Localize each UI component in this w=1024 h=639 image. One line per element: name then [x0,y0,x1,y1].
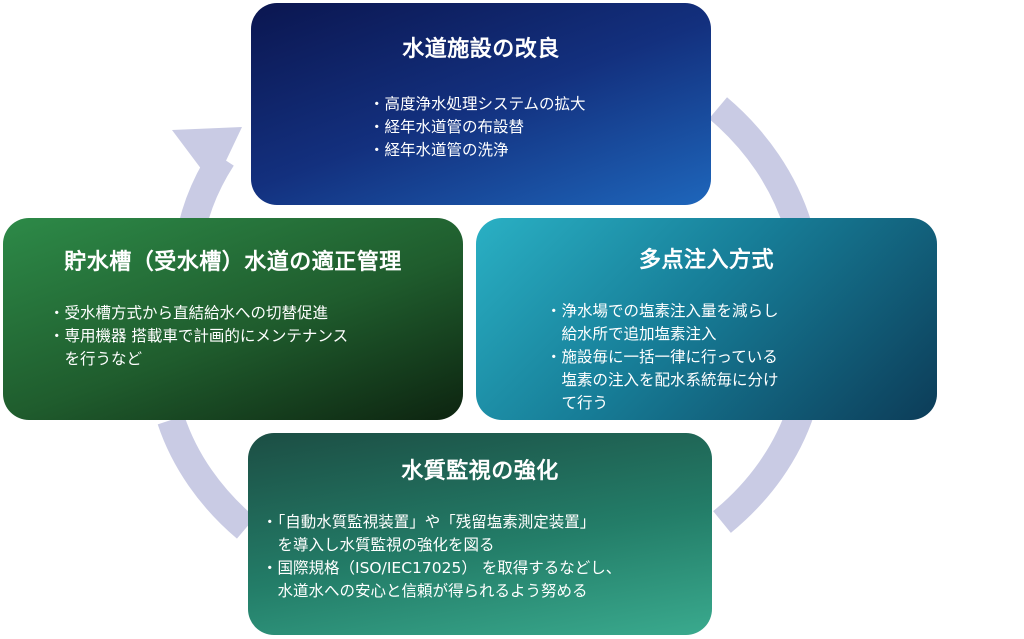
cycle-ring-lower-left [157,415,256,539]
bullet-line: 給水所で追加塩素注入 [546,325,717,343]
bullet-list: ・浄水場での塩素注入量を減らし 給水所で追加塩素注入・施設毎に一括一律に行ってい… [546,300,937,415]
bullet-item: ・国際規格（ISO/IEC17025） を取得するなどし、 水道水への安心と信頼… [262,557,712,603]
cycle-ring-lower-right [712,405,815,533]
box-water-quality-monitoring: 水質監視の強化 ・「自動水質監視装置」や「残留塩素測定装置」 を導入し水質監視の… [248,433,712,635]
bullet-list: ・受水槽方式から直結給水への切替促進・専用機器 搭載車で計画的にメンテナンス を… [49,302,463,371]
box-title: 多点注入方式 [638,248,774,273]
bullet-line: ・施設毎に一括一律に行っている [546,348,778,366]
box-title: 貯水槽（受水槽）水道の適正管理 [64,250,402,275]
bullet-line: を導入し水質監視の強化を図る [262,536,495,554]
bullet-line: ・専用機器 搭載車で計画的にメンテナンス [49,327,349,345]
bullet-line: ・高度浄水処理システムの拡大 [369,95,586,113]
bullet-list: ・高度浄水処理システムの拡大・経年水道管の布設替・経年水道管の洗浄 [369,93,711,162]
bullet-line: ・受水槽方式から直結給水への切替促進 [49,304,329,322]
box-title: 水道施設の改良 [402,37,560,62]
bullet-line: ・経年水道管の洗浄 [369,141,509,159]
bullet-item: ・経年水道管の布設替 [369,116,711,139]
bullet-item: ・施設毎に一括一律に行っている 塩素の注入を配水系統毎に分け て行う [546,346,937,415]
bullet-item: ・受水槽方式から直結給水への切替促進 [49,302,463,325]
box-storage-tank-management: 貯水槽（受水槽）水道の適正管理 ・受水槽方式から直結給水への切替促進・専用機器 … [3,218,463,420]
bullet-line: ・浄水場での塩素注入量を減らし [546,302,779,320]
bullet-line: 塩素の注入を配水系統毎に分け [546,371,779,389]
bullet-list: ・「自動水質監視装置」や「残留塩素測定装置」 を導入し水質監視の強化を図る・国際… [262,511,712,603]
bullet-item: ・浄水場での塩素注入量を減らし 給水所で追加塩素注入 [546,300,937,346]
bullet-line: ・経年水道管の布設替 [369,118,525,136]
bullet-line: ・「自動水質監視装置」や「残留塩素測定装置」 [262,513,596,531]
cycle-ring-upper-right [708,97,812,231]
box-title: 水質監視の強化 [401,459,559,484]
bullet-line: を行うなど [49,350,143,368]
bullet-item: ・経年水道管の洗浄 [369,139,711,162]
box-multi-point-injection: 多点注入方式 ・浄水場での塩素注入量を減らし 給水所で追加塩素注入・施設毎に一括… [476,218,937,420]
bullet-line: 水道水への安心と信頼が得られるよう努める [262,582,588,600]
bullet-item: ・高度浄水処理システムの拡大 [369,93,711,116]
cycle-arrowhead-icon [172,127,242,186]
bullet-line: ・国際規格（ISO/IEC17025） を取得するなどし、 [262,559,622,577]
bullet-item: ・「自動水質監視装置」や「残留塩素測定装置」 を導入し水質監視の強化を図る [262,511,712,557]
bullet-line: て行う [546,394,609,412]
box-facility-improvement: 水道施設の改良 ・高度浄水処理システムの拡大・経年水道管の布設替・経年水道管の洗… [251,3,711,205]
bullet-item: ・専用機器 搭載車で計画的にメンテナンス を行うなど [49,325,463,371]
